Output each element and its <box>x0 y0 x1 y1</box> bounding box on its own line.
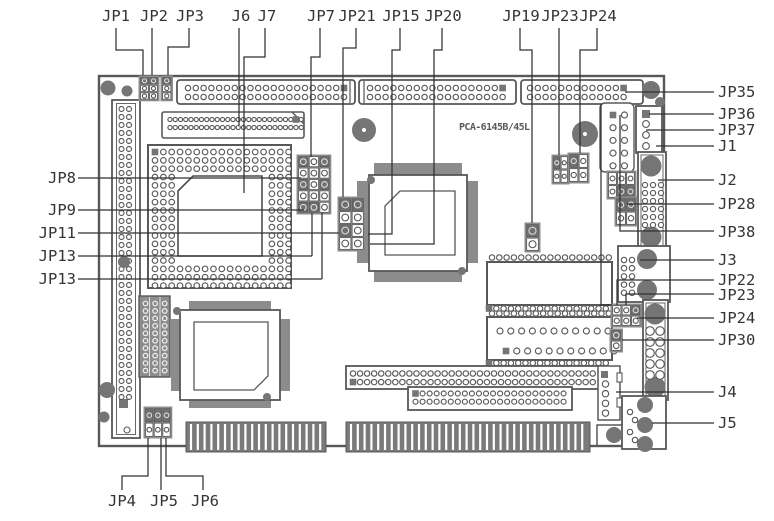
leader-lines-top <box>115 28 598 245</box>
callout-jp37: JP37 <box>718 121 756 139</box>
callout-jp28: JP28 <box>718 195 756 213</box>
callout-j1: J1 <box>718 137 737 155</box>
board-silkscreen-text: PCA-6145B/45L <box>459 122 530 133</box>
top-connector-segment-2 <box>358 79 517 105</box>
callout-j2: J2 <box>718 171 737 189</box>
connector-j6-holes <box>167 116 304 131</box>
leader-lines-left <box>78 177 339 280</box>
top-connector-segment-1 <box>176 79 356 105</box>
callout-jp5: JP5 <box>150 492 178 510</box>
callout-jp24-top: JP24 <box>579 7 617 25</box>
leader-lines <box>78 28 714 490</box>
callout-jp2: JP2 <box>140 7 168 25</box>
callout-j3: J3 <box>718 251 737 269</box>
callout-jp22: JP22 <box>718 271 756 289</box>
segment-3-holes <box>526 84 627 101</box>
pga-chip-body <box>177 175 263 257</box>
buzzer-right <box>572 121 598 147</box>
callout-jp4: JP4 <box>108 492 136 510</box>
edge-connector-2 <box>345 421 591 453</box>
callout-j4: J4 <box>718 383 737 401</box>
callout-jp15: JP15 <box>382 7 420 25</box>
callout-jp19: JP19 <box>502 7 540 25</box>
segment-2-holes <box>366 84 506 101</box>
left-jumper-bank-holes <box>142 300 168 374</box>
header-2x5 <box>599 102 635 173</box>
callout-jp30: JP30 <box>718 331 756 349</box>
callout-jp13-b: JP13 <box>38 270 76 288</box>
callout-jp20: JP20 <box>424 7 462 25</box>
callout-jp9: JP9 <box>48 201 76 219</box>
callout-j7: J7 <box>257 7 277 25</box>
qfp-chip-lower-left <box>171 301 290 408</box>
callout-jp1: JP1 <box>102 7 130 25</box>
edge-connector-fingers <box>189 424 584 450</box>
buzzer-left <box>352 118 376 142</box>
segment-1-holes <box>184 84 348 101</box>
callout-jp21: JP21 <box>338 7 376 25</box>
board-notch <box>596 424 622 446</box>
callout-jp3: JP3 <box>176 7 204 25</box>
leader-lines-right <box>600 91 714 424</box>
callout-jp38: JP38 <box>718 223 756 241</box>
callout-jp13-a: JP13 <box>38 247 76 265</box>
jumper-blocks <box>138 75 642 439</box>
callout-jp8: JP8 <box>48 169 76 187</box>
connector-j4 <box>597 365 623 421</box>
callout-jp6: JP6 <box>191 492 219 510</box>
connector-j5 <box>621 395 667 452</box>
edge-connector-1 <box>185 421 327 453</box>
connector-j3 <box>617 245 671 303</box>
callout-jp11: JP11 <box>38 224 76 242</box>
callout-jp35: JP35 <box>718 83 756 101</box>
dip-socket-1 <box>486 261 613 306</box>
top-connector-segment-3 <box>520 79 644 105</box>
callout-j6: J6 <box>231 7 251 25</box>
qfp-chip-center <box>357 163 478 282</box>
callout-jp24-right: JP24 <box>718 309 756 327</box>
callout-jp23-top: JP23 <box>541 7 579 25</box>
callout-j5: J5 <box>718 414 737 432</box>
callout-jp7: JP7 <box>307 7 335 25</box>
pin-strip-1 <box>345 365 605 390</box>
mounting-holes <box>98 80 665 443</box>
pin-strip-2 <box>407 386 573 411</box>
leader-lines-bottom <box>121 438 204 490</box>
pc104-holes <box>118 105 133 401</box>
callout-jp36: JP36 <box>718 105 756 123</box>
callout-jp23-right: JP23 <box>718 286 756 304</box>
